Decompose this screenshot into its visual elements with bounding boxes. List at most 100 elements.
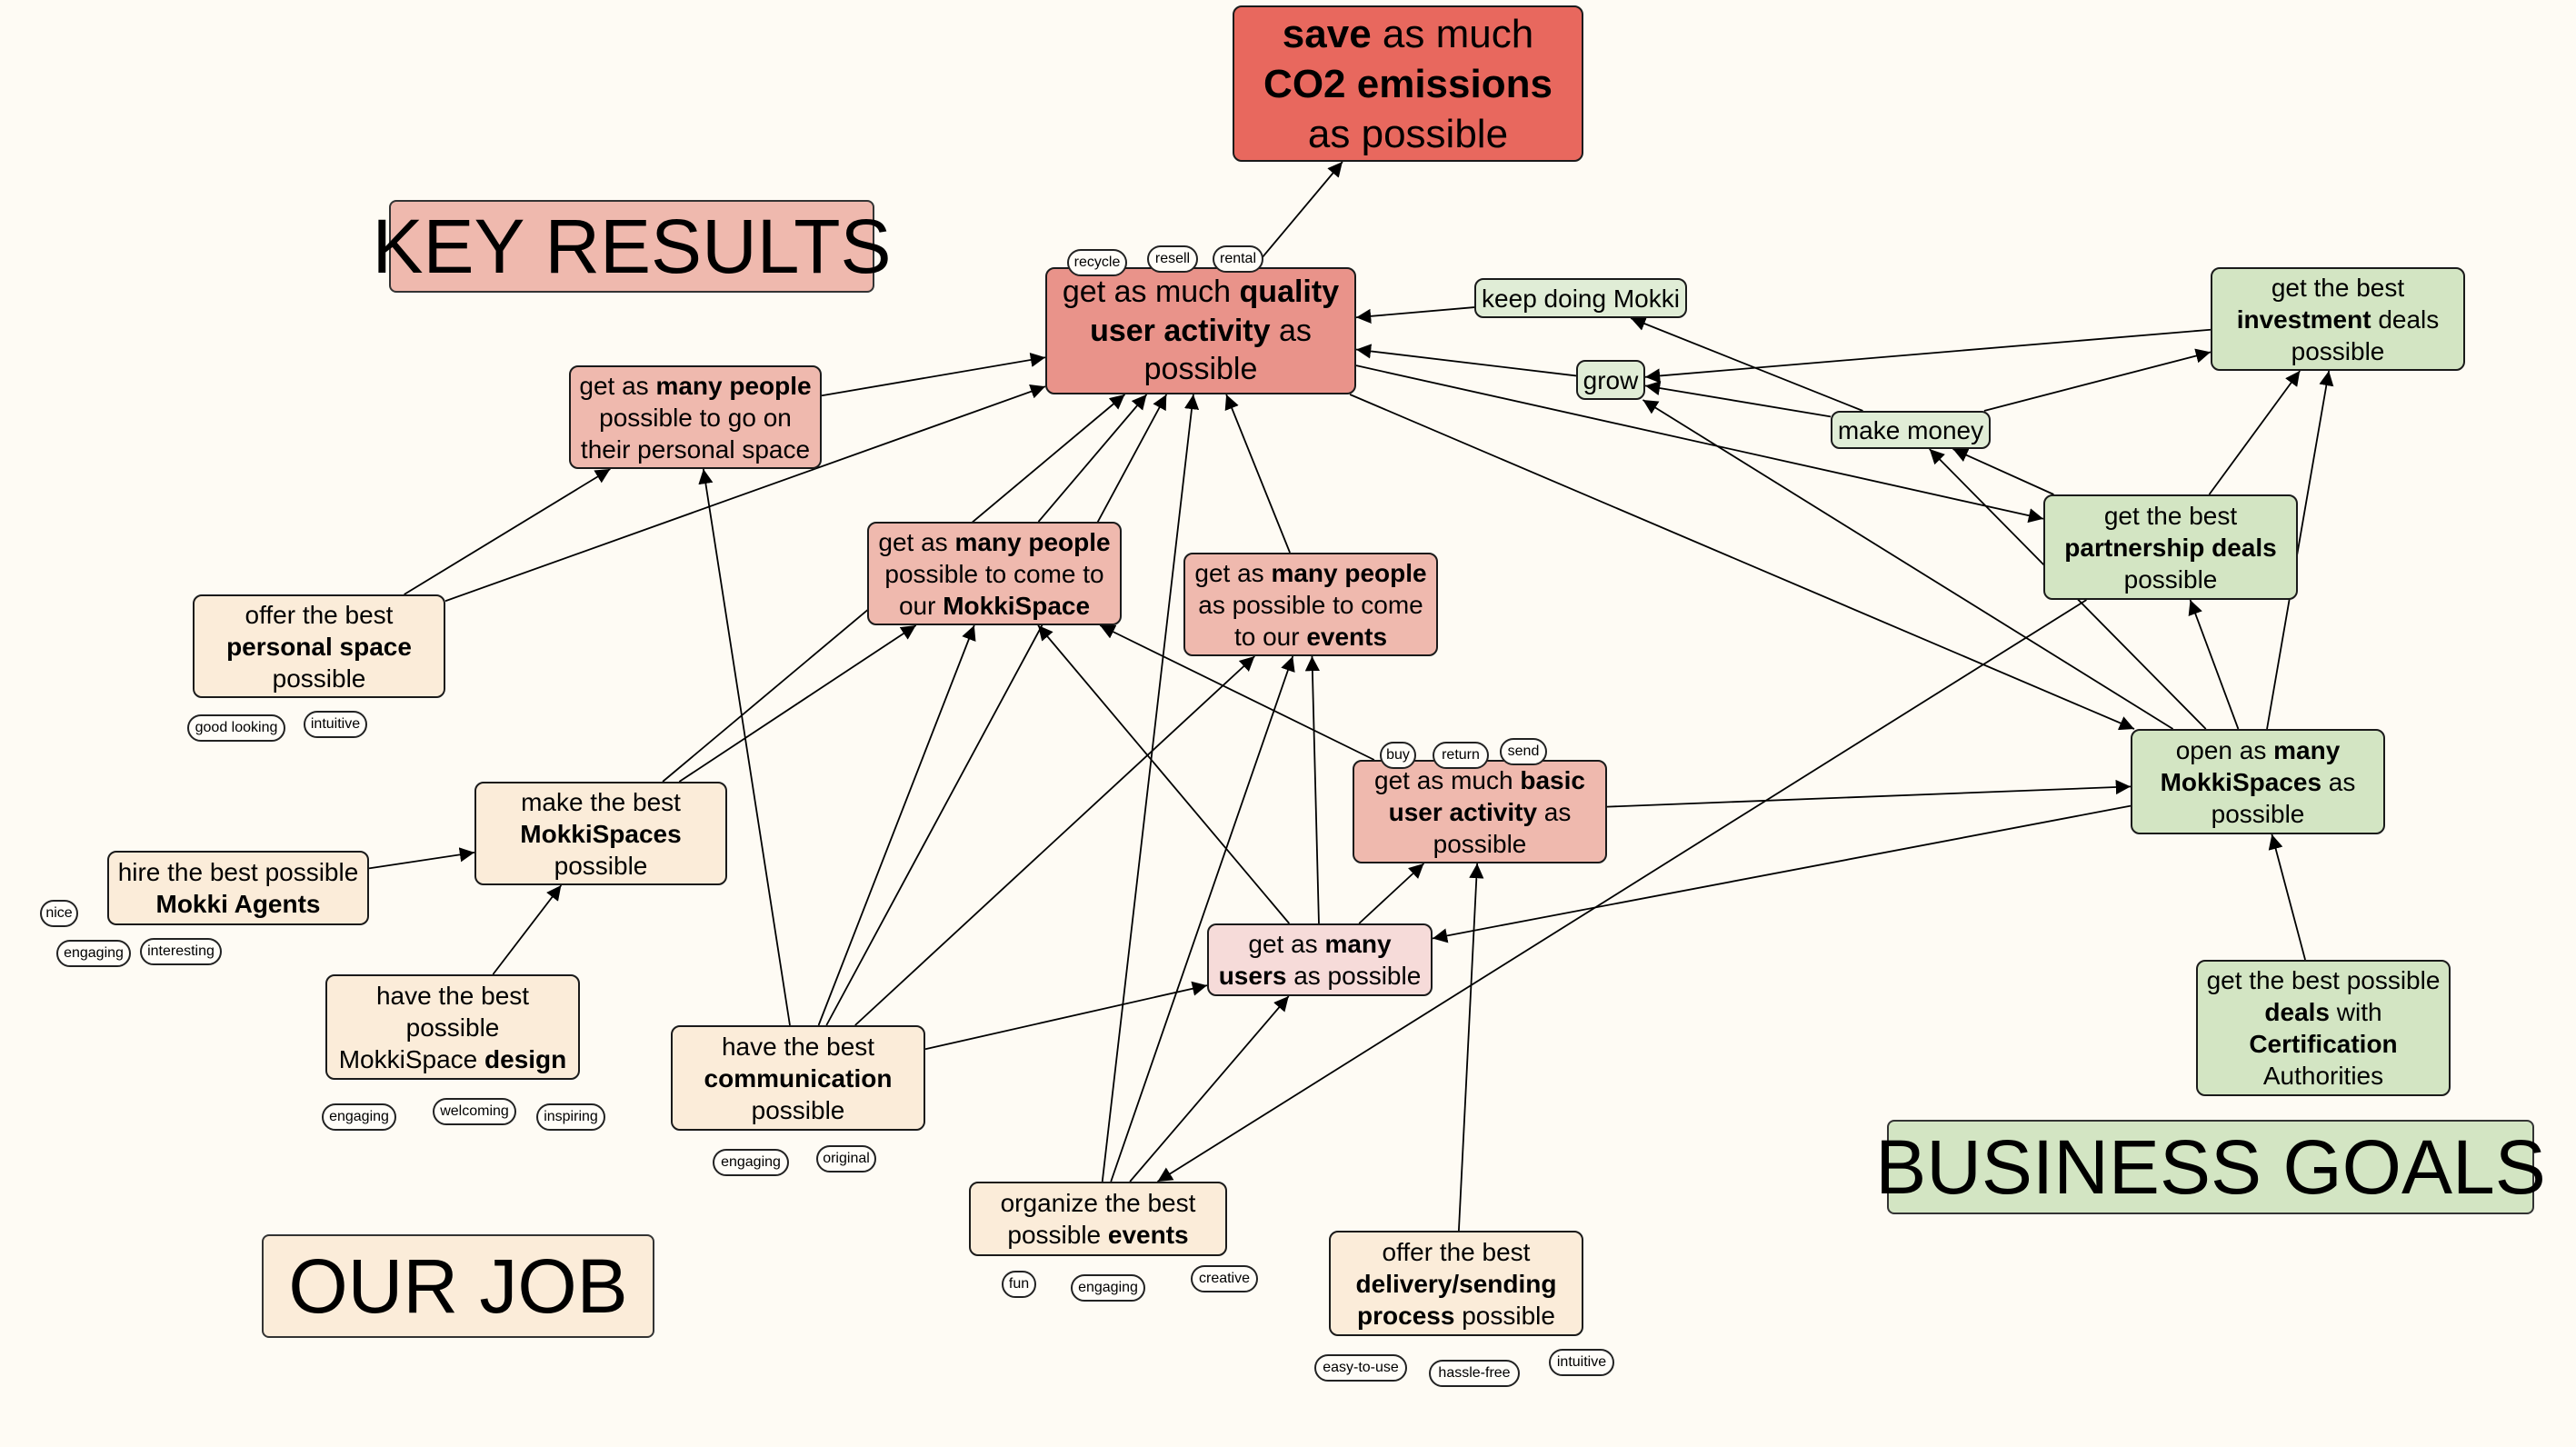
node-text: many <box>2273 735 2341 764</box>
node-text: grow <box>1583 365 1639 394</box>
node-text: deals <box>2371 304 2440 334</box>
node-text: have the best <box>375 981 530 1010</box>
node-text: possible <box>1007 1221 1108 1249</box>
node-text: CO2 emissions <box>1263 61 1553 106</box>
delivery-process-node[interactable]: offer the best delivery/sending process po… <box>1329 1231 1583 1336</box>
node-text: deals <box>2264 998 2331 1026</box>
node-text: possible <box>1454 1301 1555 1330</box>
node-text: possible <box>2211 799 2305 828</box>
node-text: MokkiSpace <box>338 1044 485 1073</box>
arrow-offer_personal-to-personal_go <box>404 468 611 595</box>
arrow-users-to-come_space <box>1037 624 1290 924</box>
arrow-communication-to-personal_go <box>698 468 791 1026</box>
tag-nice: nice <box>40 900 78 927</box>
tag-easy-to-use: easy-to-use <box>1314 1354 1407 1382</box>
node-text: get as <box>878 527 955 556</box>
tag-intuitive: intuitive <box>1549 1349 1614 1376</box>
tag-interesting: interesting <box>140 938 222 965</box>
tag-recycle: recycle <box>1067 249 1127 276</box>
node-text: offer the best <box>1382 1237 1531 1266</box>
node-text: as possible <box>1286 962 1422 990</box>
node-text: process <box>1357 1301 1455 1330</box>
node-text: investment <box>2236 304 2371 334</box>
node-text: as <box>2321 767 2356 796</box>
node-text: possible to go on <box>599 403 792 432</box>
make-money-node[interactable]: make money <box>1831 411 1991 449</box>
arrow-communication-to-come_space <box>817 624 976 1026</box>
tag-engaging: engaging <box>713 1149 789 1176</box>
node-text: MokkiSpaces <box>520 819 682 848</box>
node-text: open as <box>2175 735 2274 764</box>
node-text: quality <box>1239 274 1340 310</box>
arrow-quality-to-co2 <box>1253 161 1343 268</box>
arrow-basic-to-come_space <box>1099 624 1375 761</box>
node-text: possible <box>751 1095 845 1124</box>
node-text: as possible <box>1307 111 1509 156</box>
arrow-grow-to-quality <box>1355 344 1577 377</box>
tag-send: send <box>1500 738 1547 765</box>
arrow-come_events-to-quality <box>1224 394 1291 554</box>
tag-hassle-free: hassle-free <box>1429 1360 1520 1387</box>
node-text: get the best <box>2103 501 2238 530</box>
node-text: get as <box>1194 558 1272 587</box>
node-text: delivery/sending <box>1355 1269 1557 1298</box>
tag-rental: rental <box>1213 245 1263 273</box>
tag-inspiring: inspiring <box>536 1103 605 1131</box>
node-text: possible <box>2123 564 2218 594</box>
arrow-open_spaces-to-grow <box>1642 399 2174 730</box>
node-text: get as much <box>1062 274 1240 310</box>
our-job-title: OUR JOB <box>262 1234 654 1338</box>
node-text: MokkiSpace <box>943 591 1091 620</box>
grow-node[interactable]: grow <box>1576 360 1645 400</box>
tag-engaging: engaging <box>322 1103 396 1131</box>
arrow-hire-to-make_spaces <box>368 847 475 870</box>
arrow-investment-to-grow <box>1644 328 2212 384</box>
node-text: users <box>1218 962 1287 990</box>
tag-good-looking: good looking <box>187 714 285 742</box>
tag-welcoming: welcoming <box>433 1098 516 1125</box>
arrow-communication-to-users <box>924 981 1208 1051</box>
node-text: Certification <box>2249 1030 2398 1058</box>
arrow-partnership-to-events <box>1156 599 2087 1183</box>
node-text: Authorities <box>2262 1062 2384 1090</box>
node-text: events <box>1306 622 1388 651</box>
arrow-make_money-to-grow <box>1644 381 1832 418</box>
tag-return: return <box>1433 742 1489 769</box>
arrow-events-to-come_events <box>1110 655 1295 1183</box>
node-text: get as much <box>1374 765 1521 794</box>
tag-engaging: engaging <box>56 940 131 967</box>
node-text: MokkiSpaces <box>2160 767 2322 796</box>
arrow-users-to-come_events <box>1304 655 1320 924</box>
arrow-basic-to-open_spaces <box>1606 779 2132 808</box>
arrow-open_spaces-to-investment <box>2266 370 2334 730</box>
node-text: our <box>898 591 944 620</box>
arrow-open_spaces-to-users <box>1432 804 2132 943</box>
node-text: as possible to come <box>1198 590 1423 619</box>
node-text: make the best <box>521 787 681 816</box>
node-text: many people <box>655 371 812 400</box>
node-text: many people <box>954 527 1111 556</box>
arrow-certification-to-open_spaces <box>2268 833 2306 961</box>
node-text: basic <box>1520 765 1585 794</box>
tag-original: original <box>816 1145 876 1173</box>
arrow-come_space-to-quality <box>1037 394 1148 523</box>
keep-doing-mokki-node[interactable]: keep doing Mokki <box>1474 278 1687 318</box>
node-text: communication <box>704 1063 893 1093</box>
